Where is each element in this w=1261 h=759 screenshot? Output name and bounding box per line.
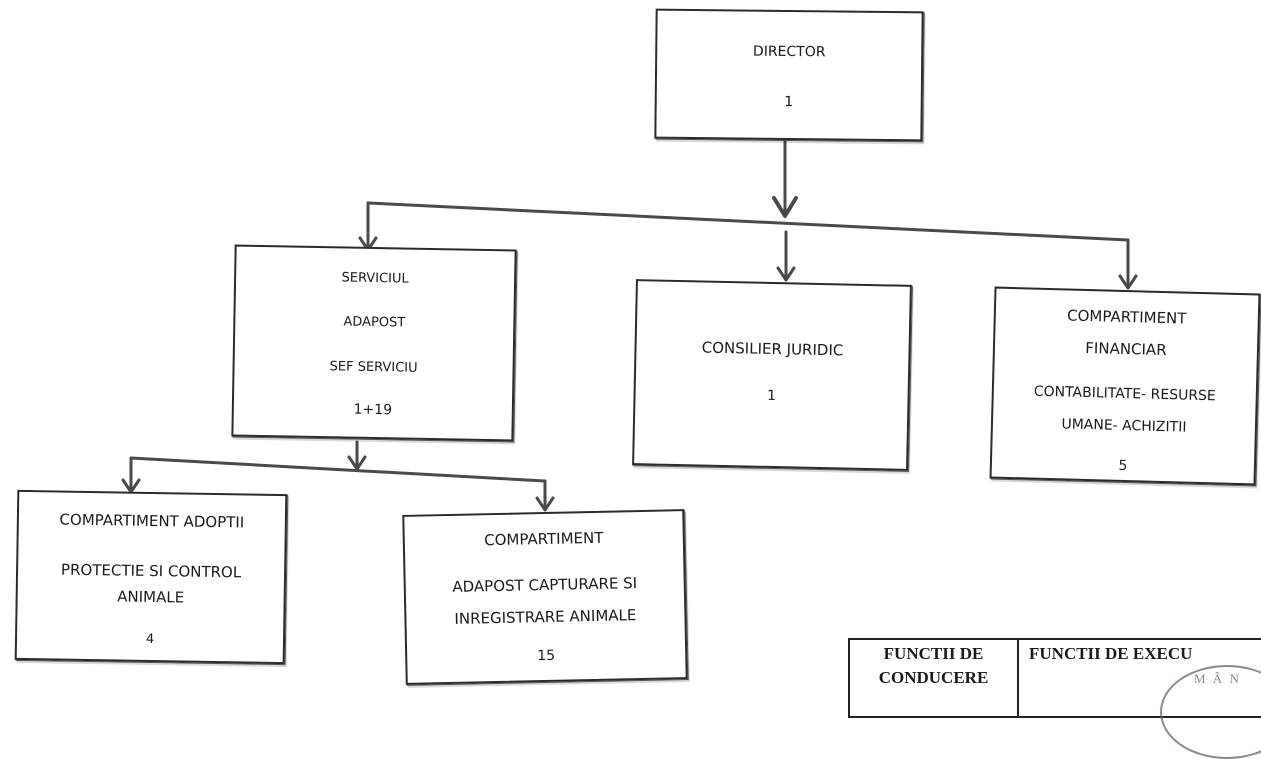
director-box: DIRECTOR 1 — [654, 8, 924, 142]
serviciul-line2: ADAPOST — [343, 314, 406, 331]
consilier-title: CONSILIER JURIDIC — [701, 338, 844, 360]
connector-lines — [121, 138, 1138, 512]
legend-col2-line1: FUNCTII DE EXECU — [1029, 644, 1193, 663]
stamp-text: M Â N — [1194, 671, 1241, 686]
compartiment-adoptii-box: COMPARTIMENT ADOPTII PROTECTIE SI CONTRO… — [14, 489, 288, 665]
capturare-line1: COMPARTIMENT — [483, 528, 604, 550]
director-title: DIRECTOR — [752, 43, 826, 61]
legend-col1-line1: FUNCTII DE — [883, 644, 984, 663]
serviciul-count: 1+19 — [353, 401, 393, 419]
adoptii-count: 4 — [145, 631, 155, 648]
legend-col1-line2: CONDUCERE — [878, 668, 989, 687]
compartiment-capturare-box: COMPARTIMENT ADAPOST CAPTURARE SI INREGI… — [402, 509, 688, 685]
serviciul-adapost-box: SERVICIUL ADAPOST SEF SERVICIU 1+19 — [231, 244, 517, 442]
consilier-count: 1 — [766, 387, 777, 405]
financiar-line3: CONTABILITATE- RESURSE — [1033, 383, 1216, 405]
financiar-line2: FINANCIAR — [1085, 338, 1167, 360]
consilier-juridic-box: CONSILIER JURIDIC 1 — [632, 279, 912, 471]
serviciul-line3: SEF SERVICIU — [329, 359, 418, 376]
adoptii-line2: PROTECTIE SI CONTROL — [60, 560, 242, 582]
financiar-line4: UMANE- ACHIZITII — [1061, 416, 1187, 436]
serviciul-line1: SERVICIUL — [341, 270, 409, 287]
adoptii-line3: ANIMALE — [117, 587, 185, 607]
financiar-count: 5 — [1118, 457, 1128, 475]
director-count: 1 — [784, 93, 794, 111]
adoptii-line1: COMPARTIMENT ADOPTII — [59, 510, 245, 532]
capturare-line2: ADAPOST CAPTURARE SI — [452, 574, 638, 596]
capturare-count: 15 — [537, 647, 556, 665]
financiar-line1: COMPARTIMENT — [1066, 306, 1187, 328]
compartiment-financiar-box: COMPARTIMENT FINANCIAR CONTABILITATE- RE… — [989, 286, 1261, 486]
legend-column-divider — [1017, 640, 1019, 716]
capturare-line3: INREGISTRARE ANIMALE — [454, 606, 637, 628]
